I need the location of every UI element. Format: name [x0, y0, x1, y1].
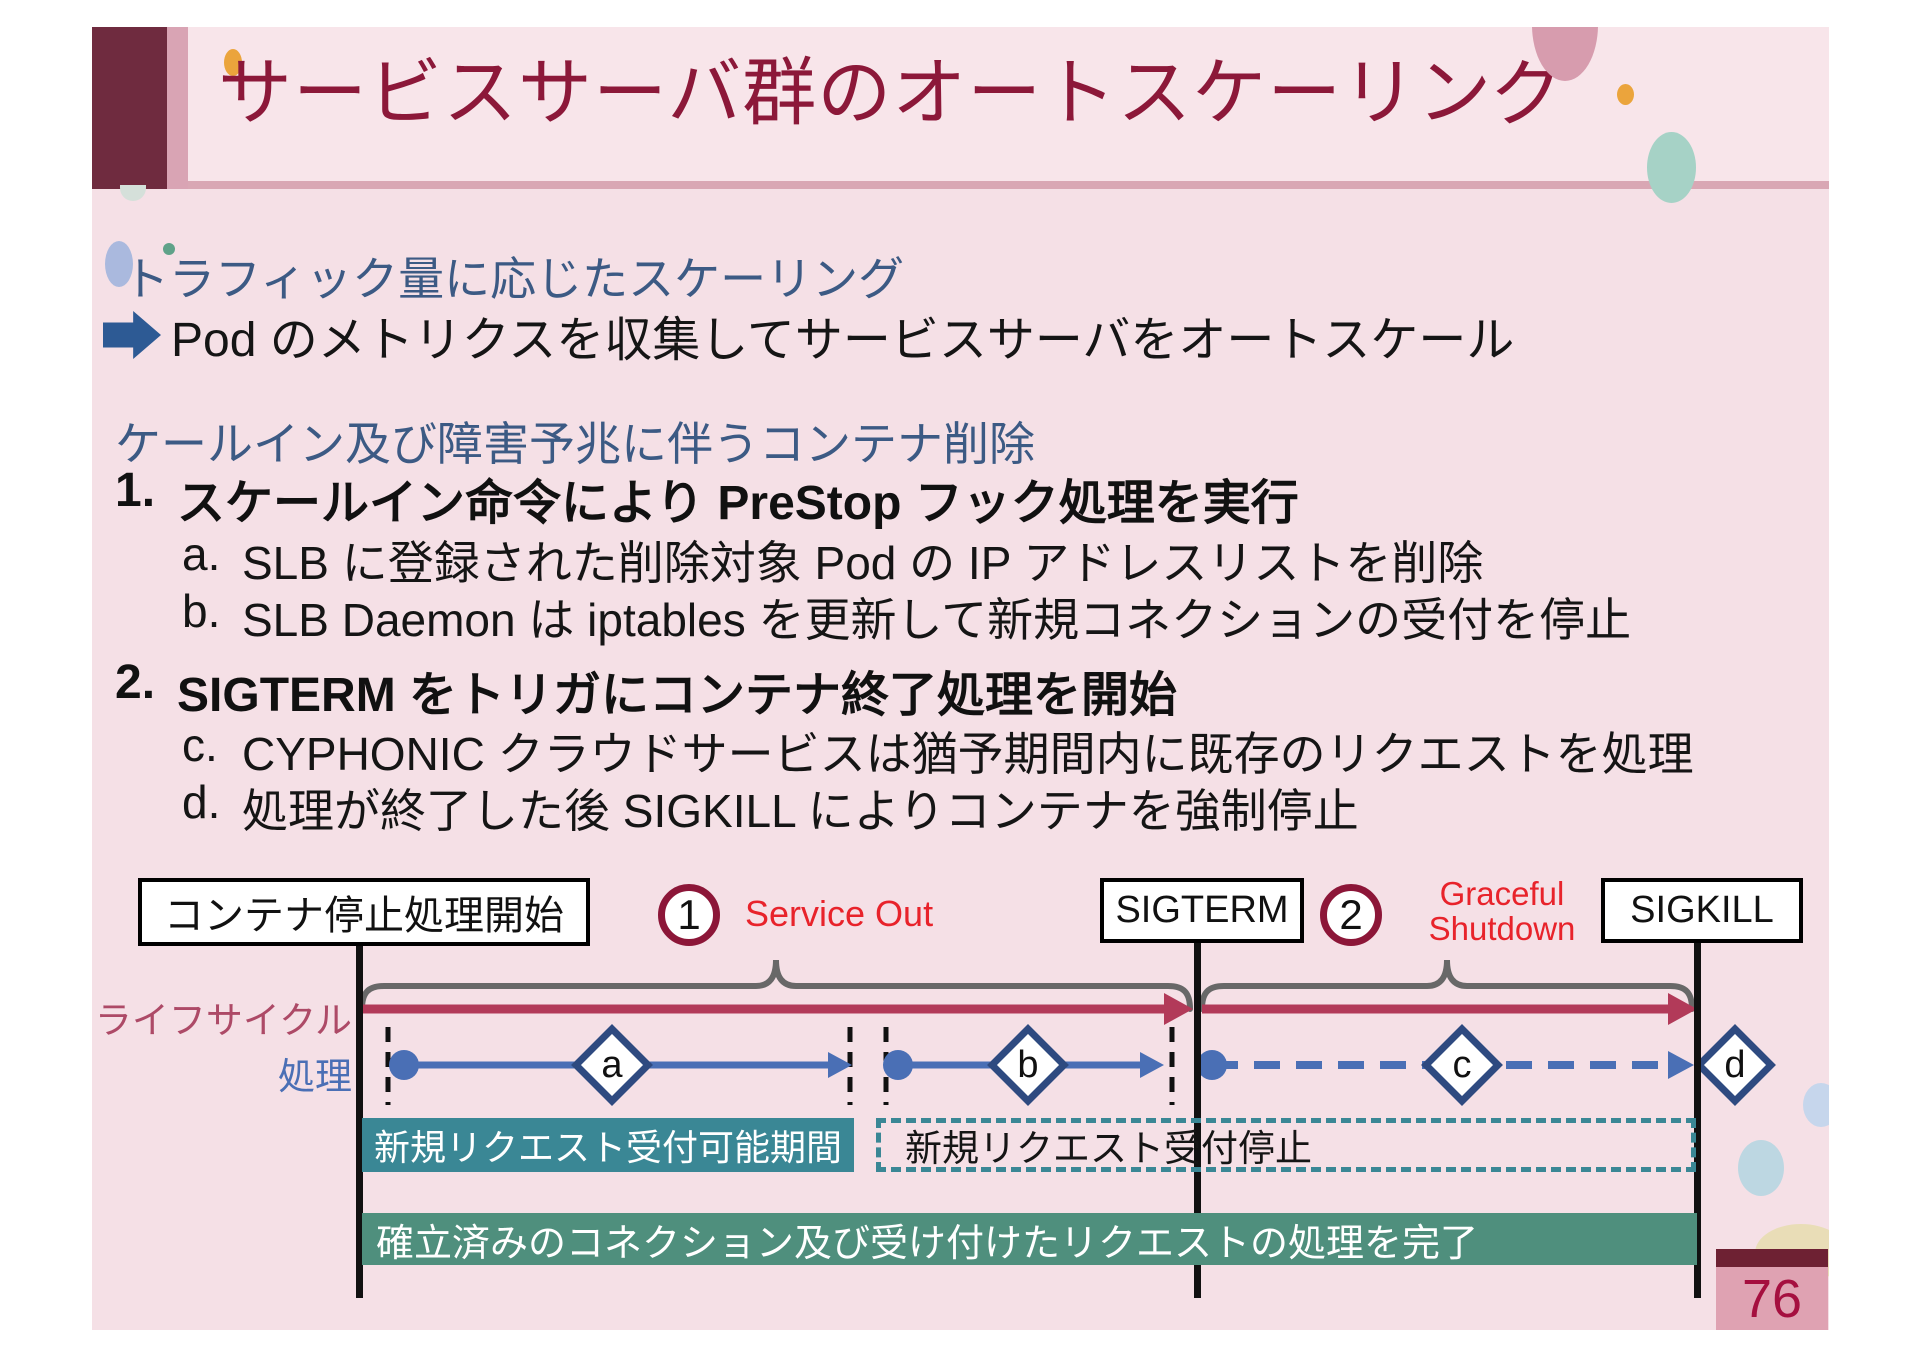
orange-dot-decoration — [224, 49, 242, 76]
brace-service-out — [359, 959, 1193, 1012]
title-accent-block — [92, 27, 167, 189]
numbered-item-2: 2. SIGTERM をトリガにコンテナ終了処理を開始 — [115, 655, 1177, 725]
blue-ellipse-decoration — [1803, 1083, 1829, 1127]
process-dot-1 — [389, 1050, 419, 1080]
section-heading-scale-in: ケールイン及び障害予兆に伴うコンテナ削除 — [115, 418, 1035, 470]
blue-ellipse-decoration — [1738, 1140, 1784, 1196]
blue-ellipse-decoration — [105, 241, 133, 287]
graceful-shutdown-label: Graceful Shutdown — [1402, 876, 1602, 947]
item-number: 2. — [115, 656, 156, 709]
service-out-label: Service Out — [745, 893, 934, 934]
timeline-sigterm-line — [1194, 935, 1201, 1298]
pale-green-decoration — [120, 185, 146, 201]
event-box-sigkill: SIGKILL — [1601, 878, 1803, 943]
sub-item-text: CYPHONIC クラウドサービスは猶予期間内に既存のリクエストを処理 — [242, 728, 1694, 780]
sub-item-letter: a. — [182, 528, 221, 580]
teal-ellipse-decoration — [1647, 132, 1696, 203]
slide: サービスサーバ群のオートスケーリング トラフィック量に応じたスケーリング Pod… — [92, 27, 1829, 1330]
sub-item-text: SLB に登録された削除対象 Pod の IP アドレスリストを削除 — [242, 537, 1484, 589]
event-box-container-stop: コンテナ停止処理開始 — [138, 878, 590, 946]
sub-item-a: a. SLB に登録された削除対象 Pod の IP アドレスリストを削除 — [182, 527, 1483, 593]
event-box-sigterm: SIGTERM — [1100, 878, 1304, 943]
step-2-circle: 2 — [1320, 884, 1382, 946]
diamond-a-letter: a — [601, 1043, 623, 1086]
band-complete-processing: 確立済みのコネクション及び受け付けたリクエストの処理を完了 — [362, 1213, 1697, 1265]
sub-item-d: d. 処理が終了した後 SIGKILL によりコンテナを強制停止 — [182, 775, 1359, 841]
page-number: 76 — [1716, 1267, 1828, 1330]
lifecycle-arrowhead-2 — [1668, 993, 1697, 1025]
process-row-label: 処理 — [278, 1056, 352, 1097]
page-number-accent-bar — [1716, 1249, 1828, 1267]
sub-item-text: 処理が終了した後 SIGKILL によりコンテナを強制停止 — [242, 785, 1359, 837]
process-arrowhead-b — [1140, 1052, 1164, 1078]
item-number: 1. — [115, 464, 156, 517]
timeline-start-line — [356, 938, 363, 1298]
diamond-c-letter: c — [1452, 1043, 1472, 1086]
autoscale-summary-line: Pod のメトリクスを収集してサービスサーバをオートスケール — [103, 300, 1514, 370]
section-heading-scaling: トラフィック量に応じたスケーリング — [123, 253, 905, 305]
numbered-item-1: 1. スケールイン命令により PreStop フック処理を実行 — [115, 463, 1299, 533]
diamond-b-letter: b — [1017, 1043, 1039, 1086]
title-accent-strip — [167, 27, 188, 189]
process-arrowhead-c — [1668, 1051, 1694, 1079]
autoscale-summary-text: Pod のメトリクスを収集してサービスサーバをオートスケール — [171, 314, 1515, 367]
sub-item-c: c. CYPHONIC クラウドサービスは猶予期間内に既存のリクエストを処理 — [182, 718, 1694, 784]
band-accepting-requests: 新規リクエスト受付可能期間 — [362, 1118, 854, 1172]
sub-item-b: b. SLB Daemon は iptables を更新して新規コネクションの受… — [182, 584, 1631, 650]
brace-graceful-shutdown — [1199, 959, 1695, 1012]
lifecycle-arrowhead-1 — [1164, 993, 1193, 1025]
diamond-d-letter: d — [1724, 1043, 1746, 1086]
process-arrowhead-a — [828, 1052, 852, 1078]
sub-item-letter: d. — [182, 776, 221, 828]
sub-item-text: SLB Daemon は iptables を更新して新規コネクションの受付を停… — [242, 594, 1632, 646]
graceful-label-line1: Graceful — [1439, 875, 1565, 912]
process-dot-2 — [883, 1050, 913, 1080]
sub-item-letter: b. — [182, 585, 221, 637]
right-arrow-icon — [103, 311, 161, 359]
graceful-label-line2: Shutdown — [1428, 910, 1576, 948]
lifecycle-row-label: ライフサイクル — [94, 1000, 352, 1041]
page-title: サービスサーバ群のオートスケーリング — [218, 51, 1568, 134]
band-requests-stopped: 新規リクエスト受付停止 — [876, 1118, 1696, 1172]
title-divider — [92, 181, 1829, 189]
sub-item-letter: c. — [182, 719, 218, 771]
item-text: スケールイン命令により PreStop フック処理を実行 — [177, 477, 1299, 530]
item-text: SIGTERM をトリガにコンテナ終了処理を開始 — [177, 669, 1178, 722]
timeline-sigkill-line — [1694, 935, 1701, 1298]
process-dot-3 — [1197, 1050, 1227, 1080]
green-dot-decoration — [163, 243, 175, 255]
step-1-circle: 1 — [658, 884, 720, 946]
orange-dot-decoration — [1617, 84, 1634, 105]
